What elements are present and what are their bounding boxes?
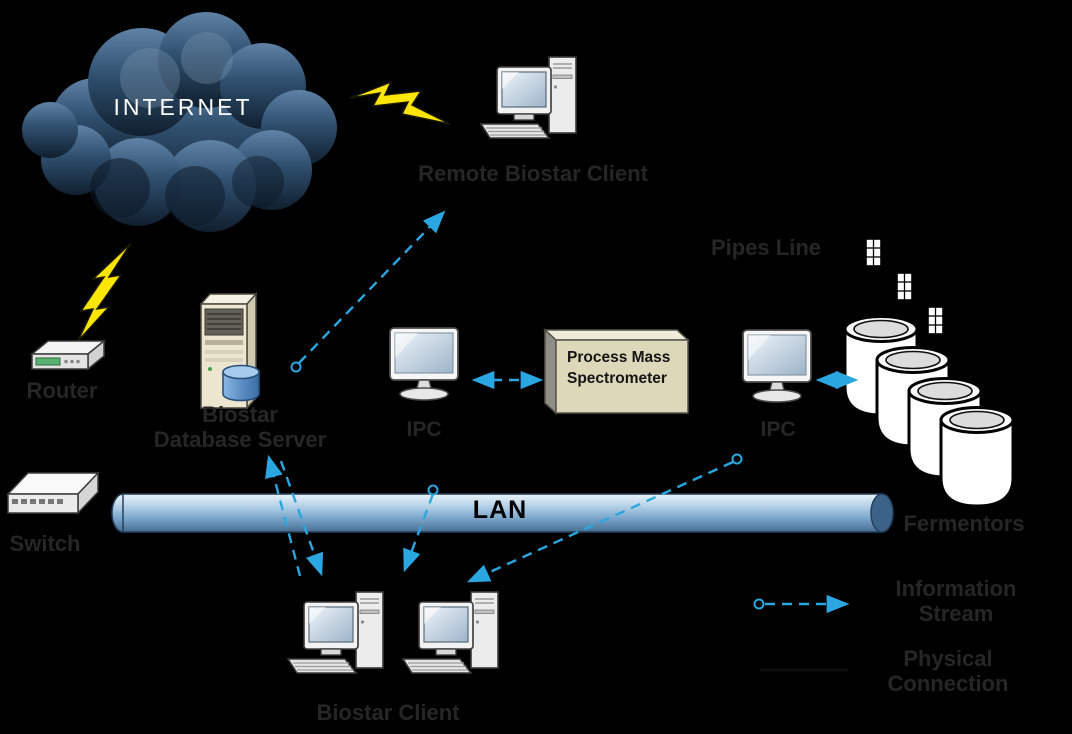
remote-client-label: Remote Biostar Client <box>418 161 648 186</box>
biostar-client-computer-icon <box>287 591 384 674</box>
router-label: Router <box>26 378 98 403</box>
stream-endpoint-dots <box>290 361 743 496</box>
pipes-line-label: Pipes Line <box>710 235 822 260</box>
information-stream-arrows <box>265 210 859 583</box>
switch-icon <box>6 471 100 515</box>
switch-label: Switch <box>9 531 81 556</box>
fermentor-tanks-icon <box>843 315 1015 508</box>
spectrometer-box-icon <box>543 328 690 415</box>
ipc-left-label: IPC <box>406 418 442 441</box>
ipc-monitor-icon <box>389 327 459 401</box>
database-cylinder-icon <box>222 364 260 402</box>
legend-information-stream-arrow <box>753 594 850 614</box>
fermentors-label: Fermentors <box>903 511 1025 536</box>
information-stream-label: Information Stream <box>895 576 1017 626</box>
ipc-right-label: IPC <box>760 418 796 441</box>
remote-client-computer-icon <box>480 56 577 139</box>
biostar-client-label: Biostar Client <box>316 700 460 725</box>
database-server-icon <box>199 292 260 410</box>
lan-label: LAN <box>472 496 528 524</box>
spectrometer-label: Process Mass Spectrometer <box>567 349 671 387</box>
router-icon <box>29 339 107 371</box>
lightning-bolt-icon <box>349 80 451 125</box>
lightning-bolt-icon <box>77 242 132 342</box>
internet-label: INTERNET <box>113 94 253 120</box>
physical-connection-label: Physical Connection <box>887 646 1009 696</box>
lan-pipe <box>111 493 894 533</box>
server-label: Biostar Database Server <box>153 402 327 452</box>
ipc-monitor-icon <box>742 329 812 403</box>
internet-cloud-icon <box>22 12 337 232</box>
biostar-client-computer-icon <box>402 591 499 674</box>
